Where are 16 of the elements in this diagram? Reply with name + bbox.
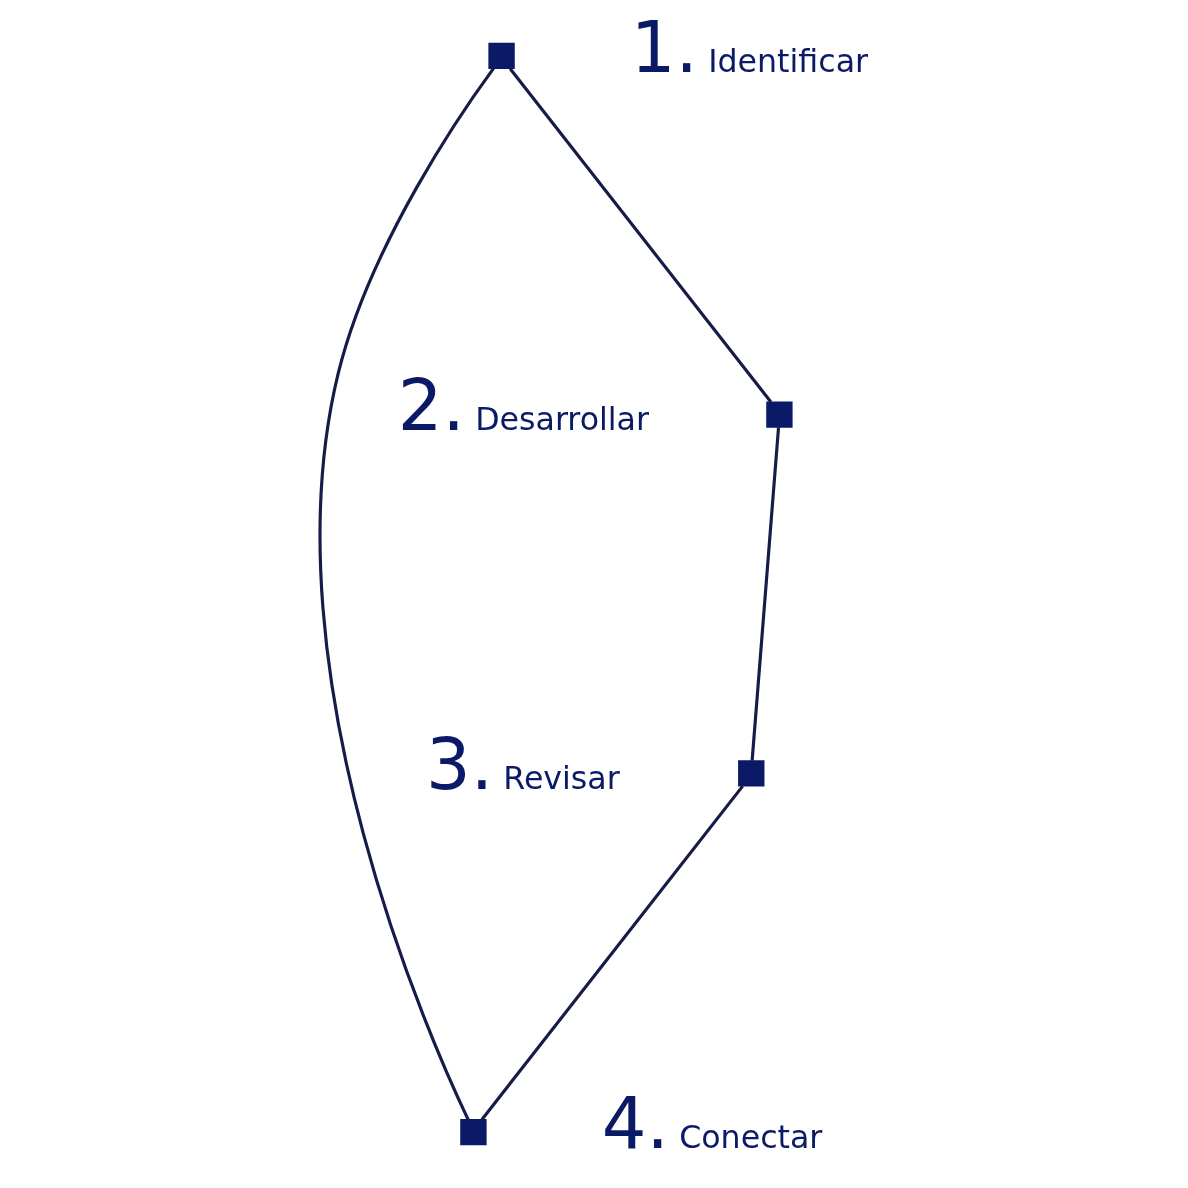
node-label: Desarrollar <box>474 401 649 438</box>
node-box <box>459 1118 487 1146</box>
node-label: Identificar <box>707 42 868 79</box>
connector <box>508 67 772 403</box>
node-label: 3. <box>425 724 493 807</box>
node-label: Revisar <box>502 760 620 797</box>
node-box <box>765 401 793 428</box>
node-label: 1. <box>630 6 698 89</box>
node-label: 2. <box>397 365 465 448</box>
connector <box>318 67 495 1121</box>
node-box <box>737 760 764 787</box>
node-box <box>487 42 515 70</box>
node-label: Conectar <box>678 1118 822 1155</box>
connector <box>480 785 744 1121</box>
connector <box>750 427 780 761</box>
node-label: 4. <box>601 1082 669 1165</box>
